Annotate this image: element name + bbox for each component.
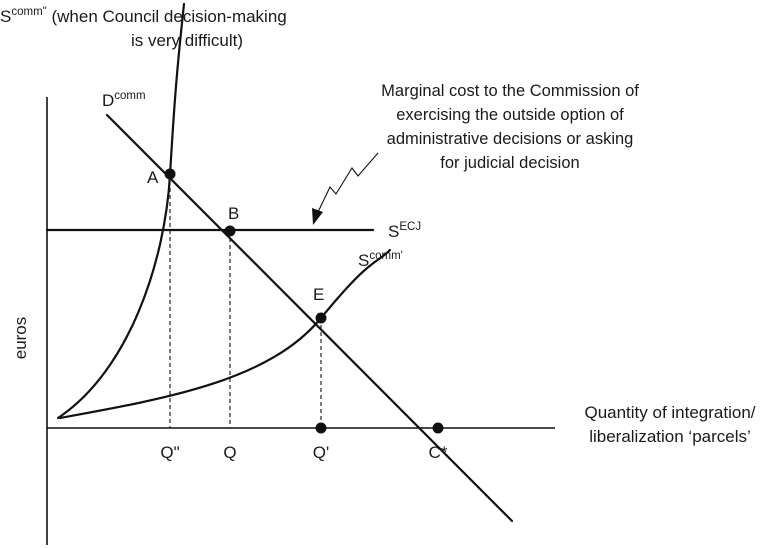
s-ecj-label: SECJ (388, 221, 421, 241)
x-axis-label-line1: Quantity of integration/ (584, 403, 755, 422)
annotation-squiggle-arrow (317, 152, 379, 213)
x-axis-label-line2: liberalization ‘parcels’ (589, 427, 751, 446)
s-comm-double-prime-label: Scomm" (when Council decision-making (0, 6, 287, 26)
point-e-label: E (313, 285, 324, 304)
annotation-line4: for judicial decision (440, 154, 579, 172)
point-a-dot (164, 168, 176, 180)
tick-q-double-prime: Q" (160, 443, 179, 462)
c-star-dot (432, 422, 444, 434)
s-comm-double-prime-note-line2: is very difficult) (131, 31, 243, 50)
tick-q-prime: Q' (313, 443, 329, 462)
y-axis-label: euros (11, 317, 30, 360)
tick-c-star: C* (429, 443, 448, 462)
s-comm-double-prime-curve (56, 2, 186, 420)
point-e-dot (315, 312, 327, 324)
q-prime-dot (315, 422, 327, 434)
d-comm-line (105, 113, 514, 523)
annotation-arrowhead-icon (312, 208, 323, 225)
point-b-label: B (228, 204, 239, 223)
s-comm-prime-label: Scomm' (358, 250, 403, 270)
point-a-label: A (147, 168, 159, 187)
annotation-line2: exercising the outside option of (396, 106, 624, 124)
point-b-dot (224, 225, 236, 237)
s-comm-prime-curve (58, 248, 392, 420)
annotation-line3: administrative decisions or asking (387, 130, 634, 148)
tick-q: Q (223, 443, 236, 462)
d-comm-label: Dcomm (102, 90, 146, 110)
annotation-line1: Marginal cost to the Commission of (381, 82, 639, 100)
